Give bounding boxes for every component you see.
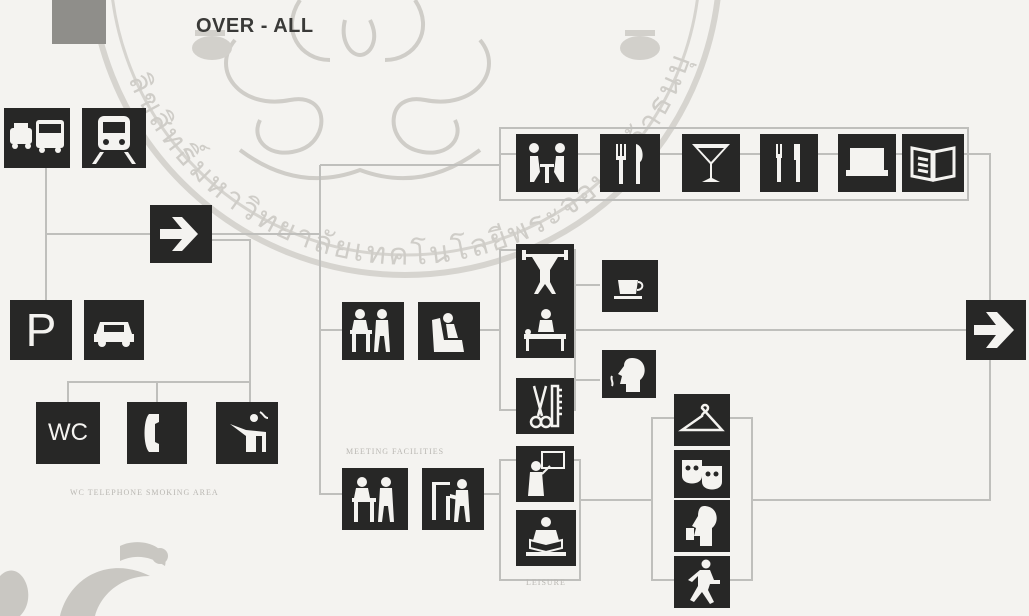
night-club-icon [674, 500, 730, 552]
cafe-cup-icon [602, 260, 658, 312]
car-icon [84, 300, 144, 360]
wc-letters: WC [48, 421, 88, 445]
final-right-arrow-icon [966, 300, 1026, 360]
library-book-icon [902, 134, 964, 192]
reading-room-icon [516, 510, 576, 566]
reception-desk-icon [342, 302, 404, 360]
dance-icon [674, 556, 730, 608]
parking-icon: P [10, 300, 72, 360]
theater-masks-icon [674, 450, 730, 498]
massage-icon [516, 302, 574, 358]
sauna-icon [602, 350, 656, 398]
meeting-presentation-icon [516, 446, 574, 502]
business-center-icon [342, 468, 408, 530]
caption-meeting-facilities: MEETING FACILITIES [346, 447, 444, 456]
room-service-icon [838, 134, 896, 192]
caption-leisure: LEISURE [526, 578, 566, 587]
coffee-shop-icon [760, 134, 818, 192]
decorative-swirl [0, 536, 175, 616]
right-arrow-icon [150, 205, 212, 263]
train-icon [82, 108, 146, 168]
hair-salon-icon [516, 378, 574, 434]
fitness-icon [516, 244, 574, 302]
caption-wc-telephone-smoking: WC TELEPHONE SMOKING AREA [70, 488, 219, 497]
presentation-icon [422, 468, 484, 530]
cocktail-bar-icon [682, 134, 740, 192]
smoking-area-icon [216, 402, 278, 464]
telephone-icon [127, 402, 187, 464]
meeting-room-icon [516, 134, 578, 192]
cloakroom-hanger-icon [674, 394, 730, 446]
restaurant-icon [600, 134, 660, 192]
lounge-armchair-icon [418, 302, 480, 360]
wc-icon: WC [36, 402, 100, 464]
parking-letter: P [26, 307, 57, 353]
diagram-title: OVER - ALL [196, 15, 314, 38]
taxi-and-bus-icon [4, 108, 70, 168]
